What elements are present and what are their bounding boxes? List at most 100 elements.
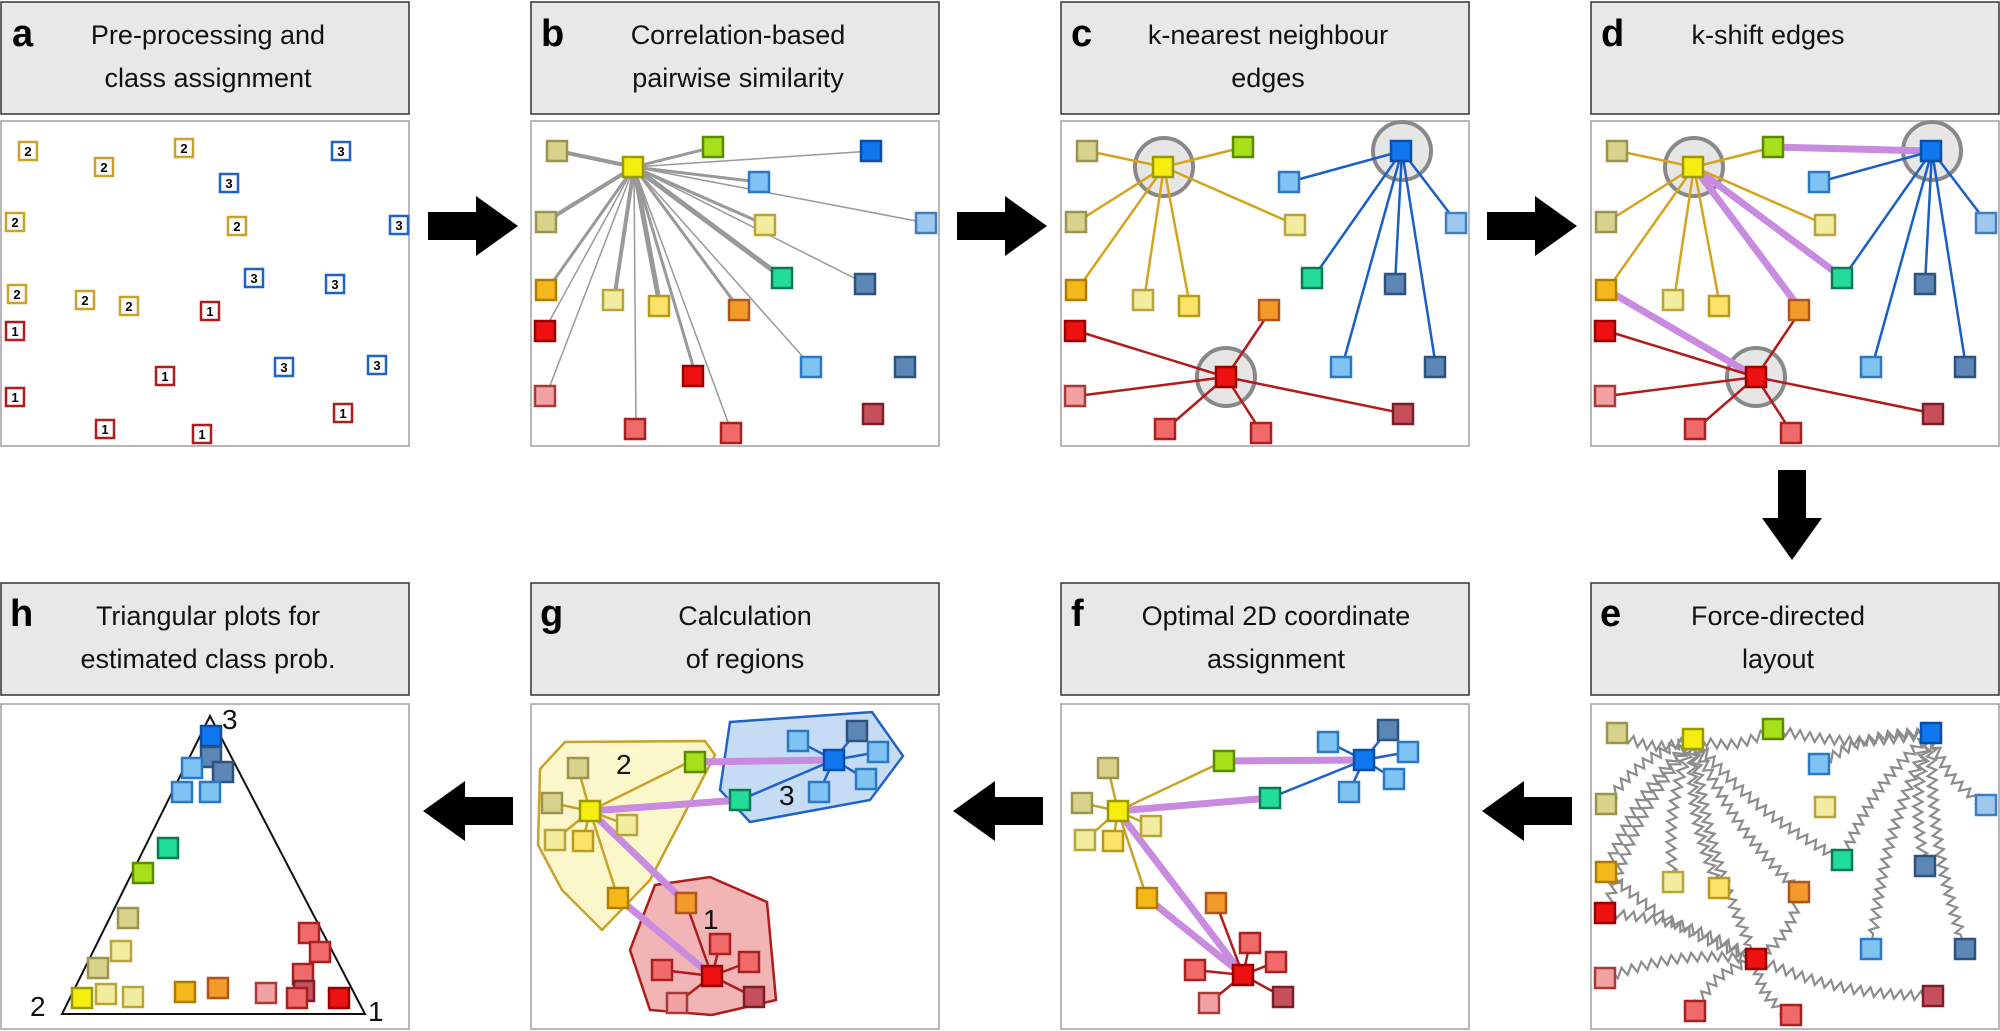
graph-node [1807,170,1831,194]
graph-node [1974,211,1998,235]
triangle-vertex-label-right: 1 [368,996,384,1027]
panel-g-title-line-2: of regions [686,644,805,674]
graph-node [1073,828,1097,852]
graph-node [198,780,222,804]
graph-node [1594,278,1618,302]
graph-node [1135,886,1159,910]
graph-node [650,958,674,982]
graph-node [1153,417,1177,441]
graph-node [623,417,647,441]
graph-node [1238,931,1262,955]
graph-node [854,767,878,791]
graph-node [1391,402,1415,426]
panel-e-letter: e [1600,593,1621,635]
graph-node [86,956,110,980]
class-node-2: 2 [93,156,115,178]
panel-a-header [0,1,410,115]
class-node-label: 2 [100,160,107,175]
panel-f-letter: f [1071,593,1084,635]
class-node-3: 3 [324,273,346,295]
class-node-2: 2 [17,140,39,162]
graph-node [199,724,223,748]
class-node-label: 1 [101,422,108,437]
graph-node [621,155,645,179]
graph-node [1919,721,1943,745]
graph-node [1921,984,1945,1008]
class-node-3: 3 [273,356,295,378]
graph-node [701,135,725,159]
graph-node [1593,319,1617,343]
graph-node [1707,294,1731,318]
graph-node [1204,891,1228,915]
panel-g-regions [536,710,905,1017]
graph-node [1859,355,1883,379]
triangle-vertex-label-top: 3 [222,704,238,735]
graph-node [1779,421,1803,445]
panel-f-nodes [1070,718,1420,1015]
class-node-1: 1 [191,423,213,445]
spring-edge [1866,732,1933,950]
region-label-red: 1 [703,904,719,935]
graph-node [1271,985,1295,1009]
class-node-label: 1 [206,304,213,319]
panel-f: f Optimal 2D coordinate assignment [1060,582,1470,1030]
class-node-label: 3 [395,218,402,233]
spring-edge [1692,738,1843,861]
graph-node [533,384,557,408]
graph-node [1913,854,1937,878]
class-node-label: 2 [81,293,88,308]
class-node-1: 1 [199,300,221,322]
graph-node [1787,298,1811,322]
class-node-label: 1 [11,390,18,405]
graph-node [1813,795,1837,819]
graph-node [708,932,732,956]
region-label-blue: 3 [779,780,795,811]
graph-node [1593,966,1617,990]
graph-node [1383,272,1407,296]
graph-node [1974,793,1998,817]
graph-node [700,964,724,988]
panel-b-header [530,1,940,115]
spring-edge [1911,732,1933,867]
graph-node [211,760,235,784]
spring-edge [1755,891,1804,960]
arrow-f-to-g [953,781,1043,841]
graph-node [1913,272,1937,296]
class-node-2: 2 [6,283,28,305]
panel-a: a Pre-processing and class assignment 22… [0,1,410,447]
graph-node [893,355,917,379]
graph-node [94,982,118,1006]
graph-node [327,986,351,1010]
graph-node [683,750,707,774]
panel-g-nodes [540,719,890,1015]
graph-node [674,891,698,915]
panel-h: h Triangular plots for estimated class p… [0,582,410,1030]
class-node-1: 1 [4,386,26,408]
graph-node [156,836,180,860]
class-node-label: 3 [250,271,257,286]
panel-b-title-line-2: pairwise similarity [632,63,844,93]
class-node-3: 3 [218,172,240,194]
graph-node [1337,780,1361,804]
graph-node [861,402,885,426]
graph-node [1096,756,1120,780]
graph-node [1063,384,1087,408]
graph-node [170,780,194,804]
graph-node [728,788,752,812]
graph-node [1594,210,1618,234]
graph-node [116,906,140,930]
panel-h-letter: h [10,593,33,635]
class-node-2: 2 [74,289,96,311]
class-node-label: 2 [125,299,132,314]
graph-node [1681,727,1705,751]
graph-node [578,799,602,823]
graph-node [1744,947,1768,971]
class-node-label: 1 [161,369,168,384]
panel-g: g Calculation of regions [530,582,940,1030]
graph-node [1444,211,1468,235]
graph-node [1707,876,1731,900]
spring-edge [1755,957,1934,1003]
class-node-1: 1 [4,320,26,342]
graph-node [1258,786,1282,810]
